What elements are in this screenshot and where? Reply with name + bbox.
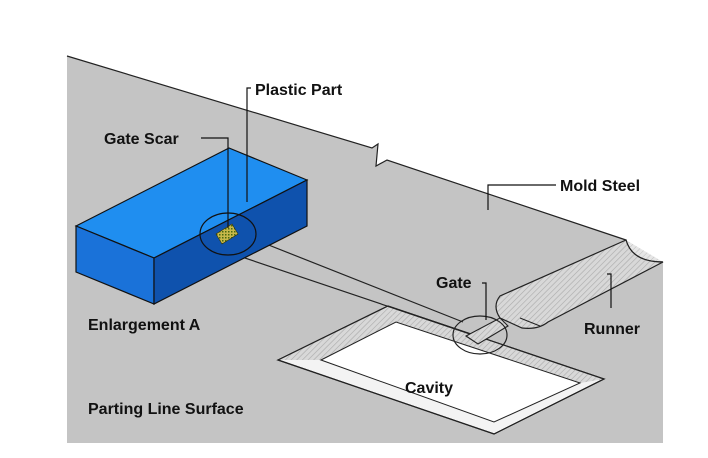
gate-channel [464,317,509,345]
gate-scar-leader [201,137,229,228]
cavity-label: Cavity [405,380,453,397]
cavity-outline [276,305,606,435]
gate-scar [215,223,239,245]
parting-line-surface-label: Parting Line Surface [88,401,244,418]
plastic-part-side [153,179,308,305]
enlargement-connector-upper [255,239,464,323]
enlargement-a-label: Enlargement A [88,317,201,334]
plastic-part-label: Plastic Part [255,82,343,99]
enlargement-connector-lower [235,254,471,335]
runner-channel [495,239,664,329]
gate-label: Gate [436,275,472,292]
cavity-wall-back [388,306,604,383]
mold-steel-surface [67,56,663,443]
mold-steel-leader [487,184,556,210]
plastic-part-leader [246,87,251,202]
runner-leader [607,273,612,308]
gate-scar-label: Gate Scar [104,131,179,148]
cavity-wall-left [278,306,396,360]
mold-steel-label: Mold Steel [560,178,640,195]
runner-label: Runner [584,321,640,338]
mold-steel-break-line [66,55,627,241]
runner-groove-line [519,317,541,327]
gate-leader [482,282,487,320]
cavity-floor [319,321,582,423]
gate-highlight-circle [452,315,508,355]
